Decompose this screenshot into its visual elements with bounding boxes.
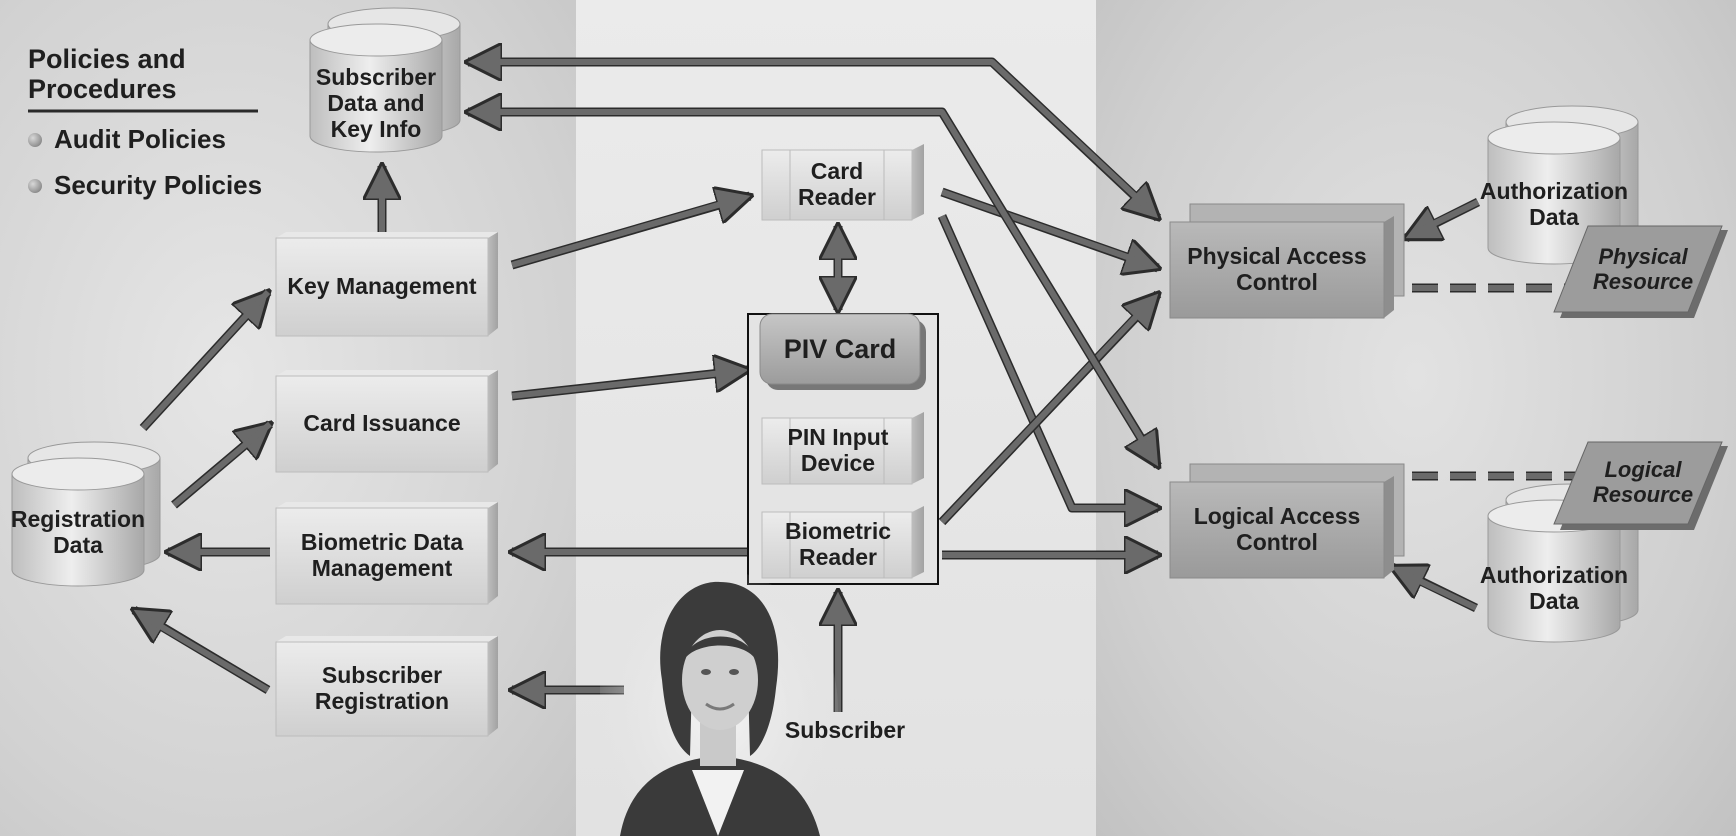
logical-access-control-box <box>1169 463 1405 579</box>
physical-access-control-label: Physical Access Control <box>1187 243 1367 295</box>
biometric-data-management-box <box>275 502 498 605</box>
arrow-authorization-top-to-physical-access <box>1406 197 1481 243</box>
policy-item-audit: Audit Policies <box>28 124 226 155</box>
logical-access-control-label: Logical Access Control <box>1193 503 1361 555</box>
arrow-registration-to-card-issuance <box>171 424 270 509</box>
card-issuance-box <box>275 370 498 473</box>
policy-item-label: Audit Policies <box>54 124 226 154</box>
logical-resource-label: Logical Resource <box>1592 457 1694 507</box>
policies-title: Policies and Procedures <box>28 44 186 105</box>
pin-input-device-box <box>761 412 924 485</box>
subscriber-photo <box>600 570 838 836</box>
piv-card-shape <box>759 313 926 390</box>
subscriber-registration-box <box>275 636 498 737</box>
physical-access-control-box <box>1169 203 1405 319</box>
subscriber-data-cylinder <box>309 7 461 153</box>
card-reader-box <box>761 144 924 221</box>
subscriber-label: Subscriber <box>784 717 906 744</box>
authorization-data-top-label: Authorization Data <box>1479 178 1629 230</box>
arrow-registration-to-key-management <box>139 292 268 432</box>
biometric-reader-label: Biometric Reader <box>784 518 892 570</box>
arrow-subscriber-registration-to-registration <box>134 606 271 694</box>
arrow-card-issuance-to-piv-card <box>511 370 748 401</box>
card-reader-label: Card Reader <box>798 158 876 210</box>
key-management-label: Key Management <box>287 273 477 300</box>
registration-data-cylinder <box>11 441 161 587</box>
card-issuance-label: Card Issuance <box>303 410 461 437</box>
key-management-box <box>275 232 498 337</box>
arrow-card-reader-to-physical-access <box>940 187 1158 268</box>
bullet-icon <box>28 178 42 193</box>
registration-data-label: Registration Data <box>10 506 146 558</box>
subscriber-registration-label: Subscriber Registration <box>314 662 450 714</box>
physical-resource-label: Physical Resource <box>1592 244 1694 294</box>
pin-input-device-label: PIN Input Device <box>787 424 889 476</box>
policy-item-security: Security Policies <box>28 170 262 201</box>
piv-card-label: PIV Card <box>783 333 897 364</box>
authorization-data-bottom-label: Authorization Data <box>1479 562 1629 614</box>
subscriber-data-label: Subscriber Data and Key Info <box>315 64 437 142</box>
arrows <box>134 62 1578 712</box>
arrow-logical-access-to-subscriber-data <box>468 112 1162 466</box>
arrow-authorization-bottom-to-logical-access <box>1392 562 1478 613</box>
biometric-reader-box <box>761 506 924 579</box>
arrow-key-management-to-card-reader <box>510 196 750 270</box>
bullet-icon <box>28 132 42 147</box>
physical-resource-shape <box>1553 225 1728 318</box>
policy-item-label: Security Policies <box>54 170 263 200</box>
biometric-data-management-label: Biometric Data Management <box>300 529 464 581</box>
logical-resource-shape <box>1553 441 1728 530</box>
